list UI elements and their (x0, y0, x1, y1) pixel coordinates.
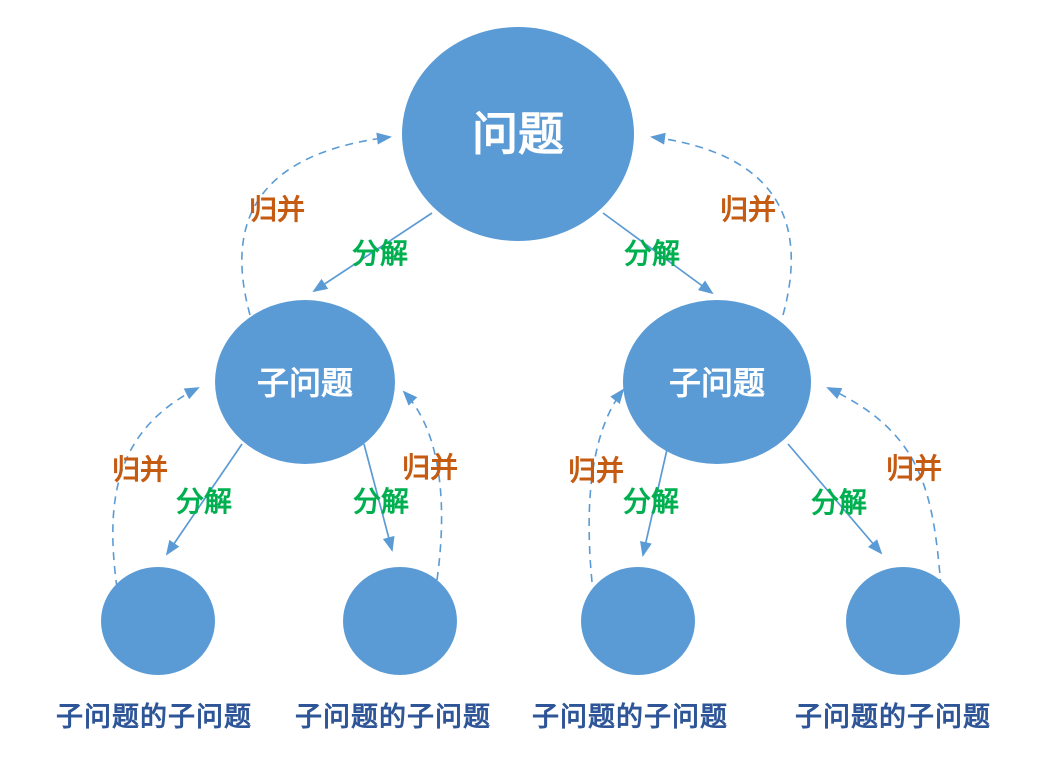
decompose-label-root-right: 分解 (624, 238, 680, 269)
sub-right-node (623, 300, 811, 464)
leaf2-caption: 子问题的子问题 (295, 701, 491, 732)
leaf4-caption: 子问题的子问题 (795, 701, 991, 732)
merge-label-leaf2: 归并 (402, 452, 458, 483)
leaf2-node (343, 567, 457, 675)
merge-arrow-left-to-root (241, 132, 392, 316)
sub-right-node-label: 子问题 (669, 365, 765, 401)
decompose-arrow-root-to-right (602, 212, 714, 295)
leaf3-caption: 子问题的子问题 (532, 701, 728, 732)
leaf1-caption: 子问题的子问题 (56, 701, 252, 732)
merge-label-leaf4: 归并 (886, 453, 942, 484)
merge-arrow-leaf4-to-right (826, 387, 942, 588)
merge-arrow-leaf1-to-left (112, 387, 200, 589)
decompose-arrow-right-to-leaf4 (787, 443, 883, 555)
decompose-label-leaf2: 分解 (353, 486, 409, 517)
merge-arrow-leaf2-to-left (402, 390, 443, 581)
leaf4-node (846, 567, 960, 675)
merge-label-leaf1: 归并 (112, 454, 168, 485)
root-node (402, 27, 634, 241)
merge-label-root-left: 归并 (249, 194, 305, 225)
merge-arrow-right-to-root (650, 132, 793, 316)
leaf1-node (101, 567, 215, 675)
root-node-label: 问题 (472, 108, 564, 160)
decompose-arrow-left-to-leaf1 (165, 443, 243, 556)
sub-left-node (215, 300, 395, 464)
decompose-arrow-right-to-leaf3 (640, 444, 669, 557)
decompose-label-root-left: 分解 (352, 238, 408, 269)
decompose-label-leaf3: 分解 (623, 486, 679, 517)
decompose-label-leaf1: 分解 (176, 486, 232, 517)
decompose-label-leaf4: 分解 (811, 487, 867, 518)
merge-label-leaf3: 归并 (568, 455, 624, 486)
decompose-arrow-left-to-leaf2 (363, 443, 395, 552)
decompose-arrow-root-to-left (312, 212, 433, 293)
merge-label-root-right: 归并 (720, 194, 776, 225)
sub-left-node-label: 子问题 (257, 365, 353, 401)
merge-arrow-leaf3-to-right (588, 388, 625, 583)
leaf3-node (581, 567, 695, 675)
